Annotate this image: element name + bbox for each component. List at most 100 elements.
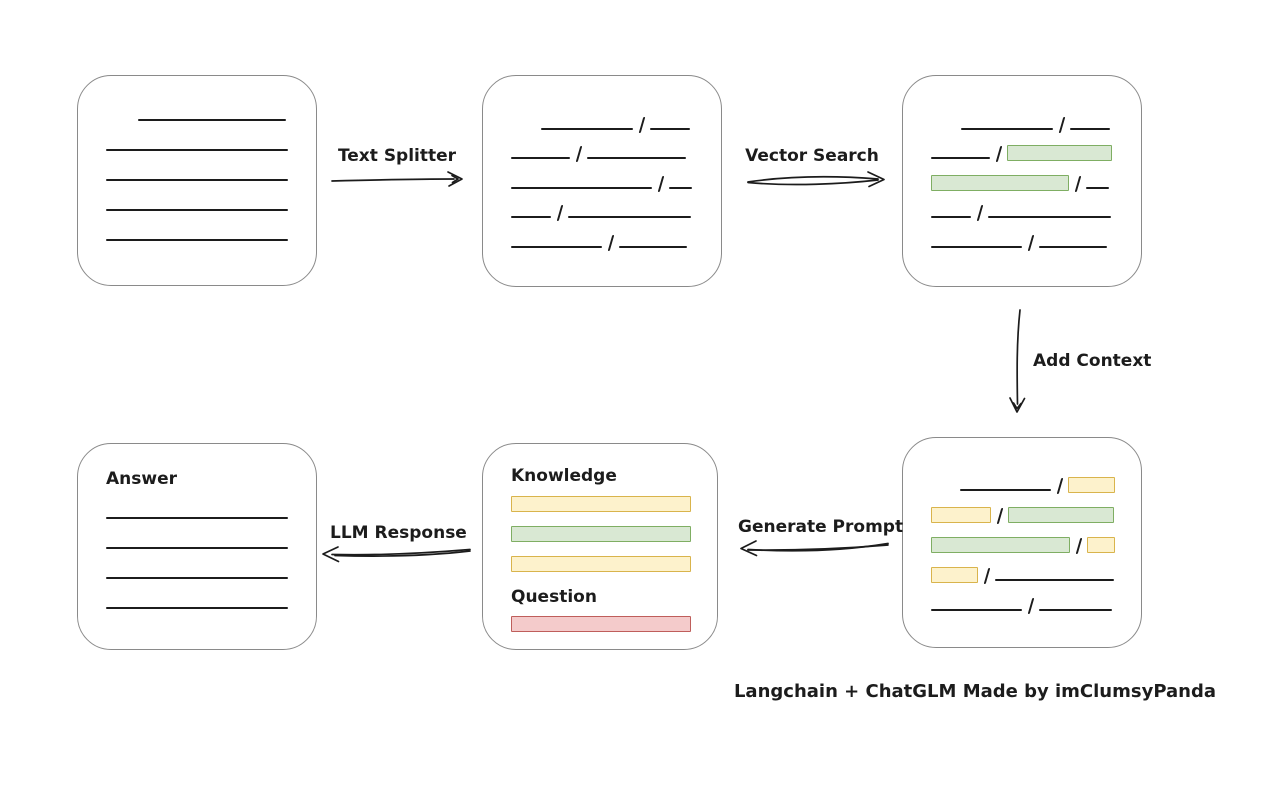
text-line xyxy=(961,127,1053,130)
question-bars xyxy=(511,616,691,632)
chunk-row xyxy=(931,491,1115,524)
text-line xyxy=(106,149,288,151)
text-line xyxy=(931,216,971,218)
slash-separator xyxy=(990,146,1007,162)
text-line xyxy=(511,157,570,159)
yellow-highlight xyxy=(1067,477,1115,493)
answer-box: Answer xyxy=(77,443,317,650)
green-highlight xyxy=(931,174,1069,191)
text-line xyxy=(931,609,1022,611)
slash-separator xyxy=(991,508,1008,524)
slash-separator xyxy=(1022,598,1039,614)
document-lines xyxy=(106,91,290,241)
text-line xyxy=(650,127,690,130)
text-line xyxy=(995,579,1114,581)
yellow-bar xyxy=(511,496,691,512)
chunk-row xyxy=(106,91,290,121)
vector-result-lines xyxy=(931,100,1115,248)
chunk-row xyxy=(106,151,290,181)
text-line xyxy=(511,245,602,248)
context-result-lines xyxy=(931,461,1115,611)
chunk-row xyxy=(931,189,1115,221)
green-highlight xyxy=(1008,507,1114,523)
chunk-row xyxy=(106,181,290,211)
context-chunks-box xyxy=(902,437,1142,648)
answer-label: Answer xyxy=(106,469,177,489)
indent-gap xyxy=(106,120,138,121)
text-line xyxy=(106,209,288,211)
slash-separator xyxy=(1053,117,1070,133)
vector-search-arrow xyxy=(747,171,885,188)
text-line xyxy=(511,216,551,218)
chunk-row xyxy=(931,130,1115,162)
text-line xyxy=(106,179,288,181)
text-line xyxy=(106,239,288,241)
green-bar xyxy=(511,526,691,542)
text-line xyxy=(138,119,286,121)
yellow-highlight xyxy=(1087,537,1115,553)
chunk-row xyxy=(106,579,290,609)
chunk-row xyxy=(931,461,1115,493)
text-line xyxy=(1039,245,1107,248)
slash-separator xyxy=(652,176,669,192)
text-line xyxy=(960,489,1051,491)
chunk-row xyxy=(511,100,695,130)
chunk-row xyxy=(106,121,290,151)
prompt-box: Knowledge Question xyxy=(482,443,718,650)
text-line xyxy=(568,216,691,218)
text-line xyxy=(106,517,288,519)
slash-separator xyxy=(971,205,988,221)
add-context-arrow xyxy=(1009,309,1026,413)
slash-separator xyxy=(1022,235,1039,251)
generate-prompt-arrow xyxy=(740,540,889,557)
text-line xyxy=(541,127,633,130)
chunk-row xyxy=(931,551,1115,584)
vector-search-result-box xyxy=(902,75,1142,287)
slash-separator xyxy=(570,146,587,162)
credit-caption: Langchain + ChatGLM Made by imClumsyPand… xyxy=(733,681,1217,702)
text-line xyxy=(931,157,990,159)
chunk-row xyxy=(931,521,1115,553)
chunk-row xyxy=(931,581,1115,611)
chunk-lines xyxy=(511,100,695,248)
text-line xyxy=(106,577,288,579)
chunk-row xyxy=(511,189,695,221)
vector-search-arrow-label: Vector Search xyxy=(745,146,879,166)
text-line xyxy=(669,186,692,189)
green-highlight xyxy=(931,537,1070,553)
split-chunks-box xyxy=(482,75,722,287)
indent-gap xyxy=(511,129,541,130)
slash-separator xyxy=(1069,176,1086,192)
text-line xyxy=(931,245,1022,248)
text-line xyxy=(587,157,686,159)
chunk-row xyxy=(106,519,290,549)
slash-separator xyxy=(602,235,619,251)
knowledge-bars xyxy=(511,496,691,572)
source-document-box xyxy=(77,75,317,286)
text-splitter-arrow xyxy=(331,171,463,187)
chunk-row xyxy=(931,100,1115,130)
indent-gap xyxy=(931,129,961,130)
llm-response-arrow-label: LLM Response xyxy=(330,523,467,543)
yellow-bar xyxy=(511,556,691,572)
chunk-row xyxy=(511,159,695,189)
slash-separator xyxy=(978,568,995,584)
chunk-row xyxy=(106,549,290,579)
knowledge-label: Knowledge xyxy=(511,466,617,486)
text-line xyxy=(988,216,1111,218)
yellow-highlight xyxy=(931,507,991,523)
text-line xyxy=(106,607,288,609)
yellow-highlight xyxy=(931,567,978,583)
chunk-row xyxy=(106,211,290,241)
answer-lines xyxy=(106,489,290,609)
add-context-arrow-label: Add Context xyxy=(1033,351,1152,371)
red-bar xyxy=(511,616,691,632)
indent-gap xyxy=(931,490,960,491)
text-line xyxy=(1039,609,1112,611)
green-highlight xyxy=(1007,145,1112,161)
text-line xyxy=(511,186,652,189)
chunk-row xyxy=(511,130,695,162)
text-line xyxy=(1070,127,1110,130)
slash-separator xyxy=(551,205,568,221)
